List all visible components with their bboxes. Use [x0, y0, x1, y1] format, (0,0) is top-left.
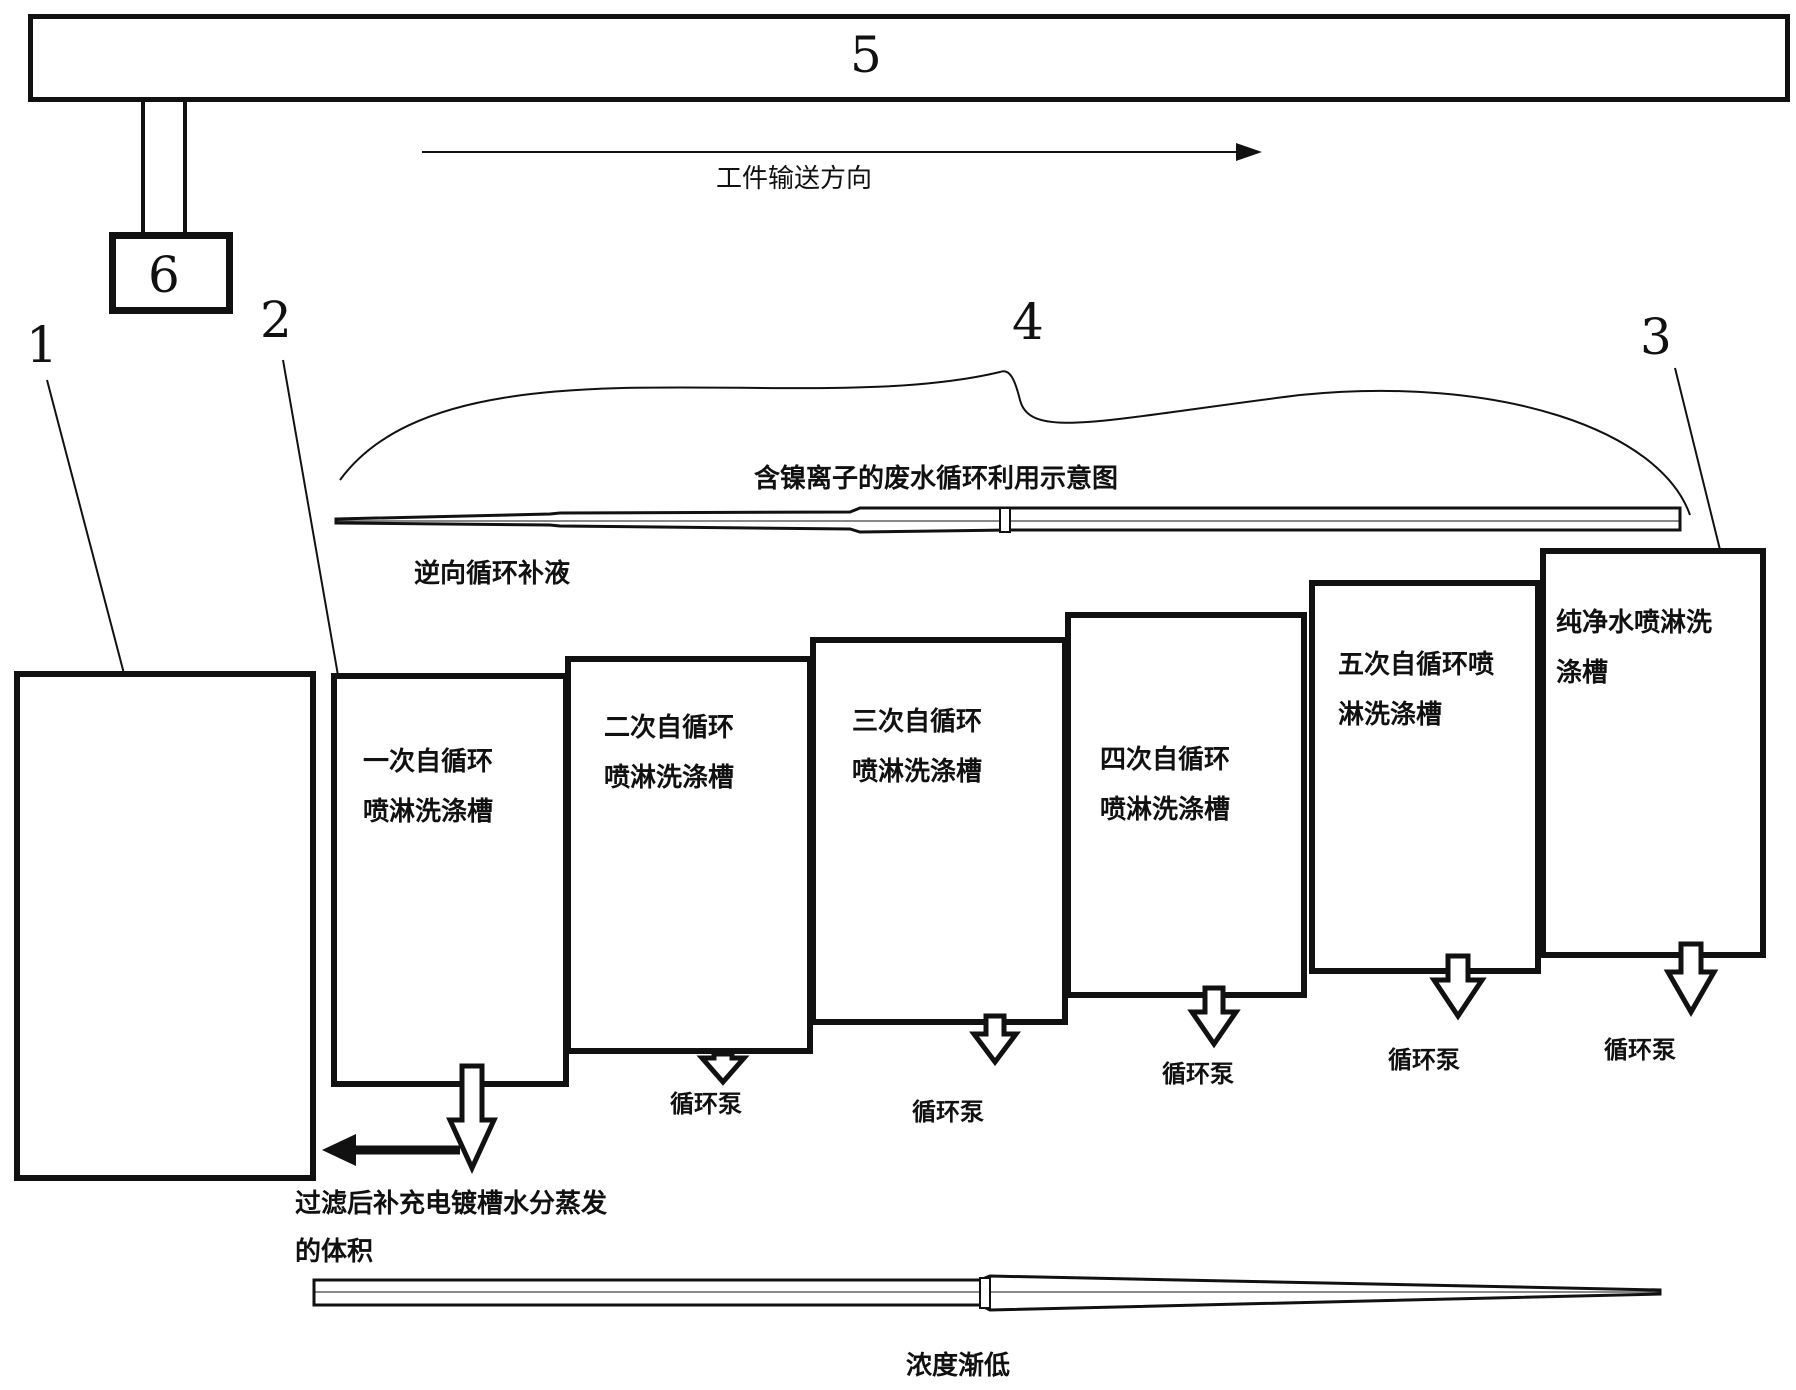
callout-2: 2 [260, 291, 292, 349]
rinse-tank-4 [1065, 612, 1307, 998]
concentration-label: 浓度渐低 [906, 1351, 1011, 1381]
plating-tank [14, 671, 316, 1181]
reverse-flow-label: 逆向循环补液 [414, 559, 571, 589]
hanger-box [109, 232, 233, 314]
rinse-tank-5-label: 五次自循环喷 淋洗涤槽 [1338, 650, 1495, 730]
pump-label-2: 循环泵 [670, 1090, 742, 1118]
rinse-tank-2-label: 二次自循环 喷淋洗涤槽 [604, 713, 735, 793]
schematic-title: 含镍离子的废水循环利用示意图 [754, 464, 1119, 494]
pump-label-5: 循环泵 [1388, 1046, 1460, 1074]
rinse-tank-5 [1309, 580, 1541, 974]
hanger-number: 6 [148, 246, 180, 304]
callout-1: 1 [26, 316, 58, 374]
rinse-tank-4-label: 四次自循环 喷淋洗涤槽 [1100, 745, 1231, 825]
rinse-tank-3-label: 三次自循环 喷淋洗涤槽 [852, 707, 983, 787]
pure-water-tank-label: 纯净水喷淋洗 涤槽 [1556, 608, 1713, 688]
rinse-tank-2 [565, 656, 813, 1054]
pump-label-6: 循环泵 [1604, 1036, 1676, 1064]
pure-water-tank [1540, 548, 1766, 958]
direction-label: 工件输送方向 [716, 164, 873, 194]
callout-3: 3 [1640, 308, 1672, 366]
callout-4: 4 [1012, 293, 1044, 351]
pump-label-3: 循环泵 [912, 1098, 984, 1126]
rinse-tank-1-label: 一次自循环 喷淋洗涤槽 [363, 747, 494, 827]
refill-note: 过滤后补充电镀槽水分蒸发 的体积 [295, 1189, 608, 1267]
conveyor-rail [28, 14, 1790, 102]
conveyor-number: 5 [850, 26, 882, 84]
rinse-tank-3 [810, 637, 1068, 1025]
pump-label-4: 循环泵 [1162, 1060, 1234, 1088]
